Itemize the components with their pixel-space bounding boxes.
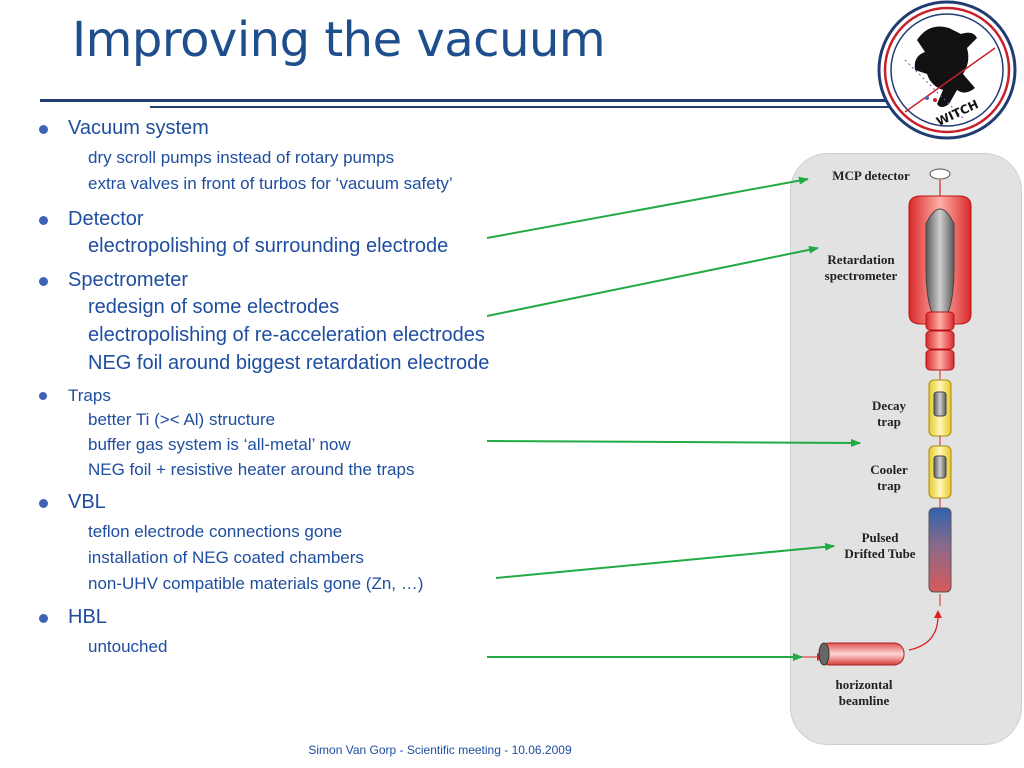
bullet-subitem: untouched (88, 637, 168, 656)
bullet-subitem: redesign of some electrodes (88, 296, 340, 318)
title-rule-secondary (150, 106, 890, 108)
bullet-subitem: non-UHV compatible materials gone (Zn, …… (88, 574, 424, 593)
bullet-subitem: installation of NEG coated chambers (88, 548, 364, 567)
bullet-subitem: NEG foil around biggest retardation elec… (88, 352, 490, 374)
bullet-heading: Traps (68, 386, 111, 405)
bullet-subitem: electropolishing of surrounding electrod… (88, 235, 449, 257)
bullet-list: Vacuum system dry scroll pumps instead of… (38, 116, 778, 660)
bullet-spectrometer: Spectrometer redesign of some electrodes e… (38, 268, 778, 377)
slide-footer: Simon Van Gorp - Scientific meeting - 10… (308, 743, 572, 757)
bullet-heading: HBL (68, 606, 107, 628)
bullet-vacuum-system: Vacuum system dry scroll pumps instead of… (38, 116, 778, 197)
bullet-subitem: dry scroll pumps instead of rotary pumps (88, 148, 395, 167)
bullet-subitem: teflon electrode connections gone (88, 522, 343, 541)
label-mcp-detector: MCP detector (832, 168, 910, 183)
bullet-subitem: extra valves in front of turbos for ‘vac… (88, 174, 453, 193)
bullet-heading: Spectrometer (68, 269, 189, 291)
title-rule (40, 99, 890, 102)
bullet-vbl: VBL teflon electrode connections gone inst… (38, 490, 778, 597)
bullet-subitem: electropolishing of re-acceleration elec… (88, 324, 485, 346)
bullet-hbl: HBL untouched (38, 605, 778, 660)
bullet-heading: Vacuum system (68, 117, 209, 139)
bullet-heading: VBL (68, 491, 106, 513)
bullet-detector: Detector electropolishing of surrounding … (38, 207, 778, 260)
mcp-detector-shape (929, 168, 951, 180)
bullet-traps: Traps better Ti (>< Al) structure buffer g… (38, 385, 778, 482)
slide-title: Improving the vacuum (72, 12, 606, 68)
pulsed-drift-tube-shape (928, 507, 952, 593)
witch-logo-icon (877, 0, 1017, 140)
bullet-subitem: NEG foil + resistive heater around the t… (88, 460, 415, 479)
bullet-subitem: better Ti (>< Al) structure (88, 410, 276, 429)
setup-drawing (783, 168, 972, 666)
witch-logo: WITCH (865, 0, 1024, 156)
bullet-subitem: buffer gas system is ‘all-metal’ now (88, 435, 351, 454)
horizontal-beamline-shape (818, 642, 905, 666)
bullet-heading: Detector (68, 208, 144, 230)
